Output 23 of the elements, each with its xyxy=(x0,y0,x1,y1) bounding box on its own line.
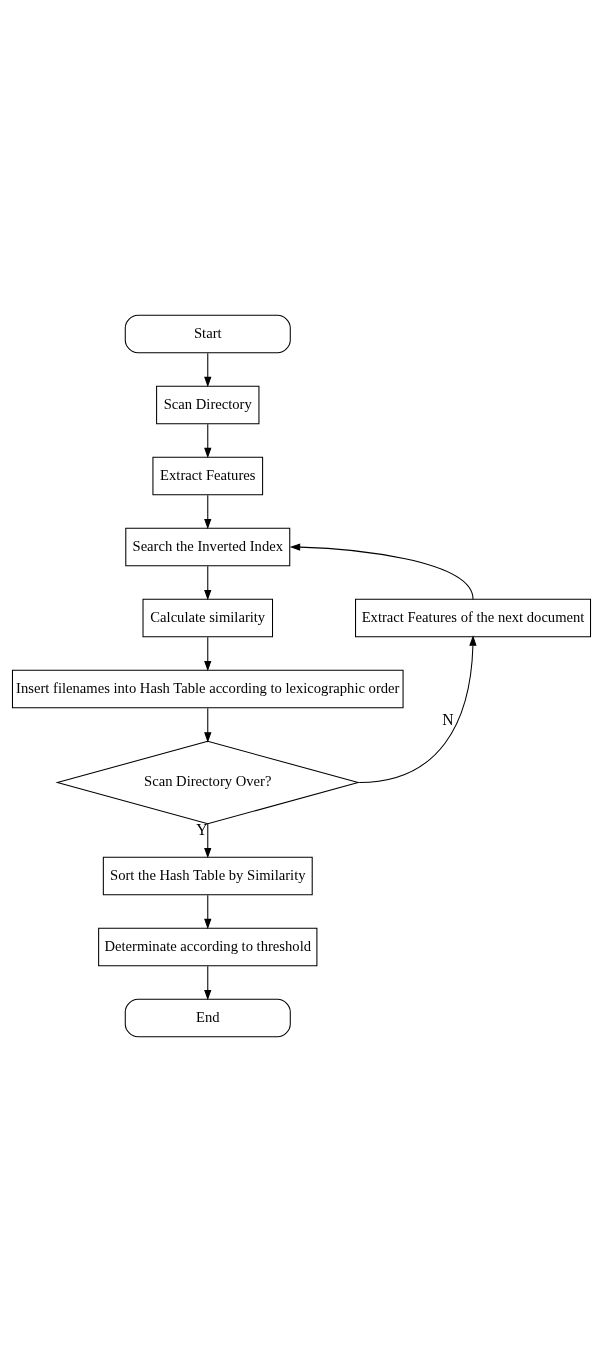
node-box: Start xyxy=(124,314,291,353)
arrow xyxy=(204,707,212,743)
node-box: Determinate according to threshold xyxy=(98,927,318,966)
arrow xyxy=(204,494,212,529)
node-box: Search the Inverted Index xyxy=(125,527,291,566)
arrow xyxy=(204,822,212,858)
arrow xyxy=(204,894,212,929)
node-box: Insert filenames into Hash Table according to lexicographic order xyxy=(11,669,404,708)
node-diamond: Scan Directory Over? xyxy=(55,740,361,824)
edge-label: N xyxy=(442,710,454,728)
arrow xyxy=(358,634,477,783)
arrow xyxy=(289,543,474,600)
node-box: Sort the Hash Table by Similarity xyxy=(102,856,313,895)
arrow xyxy=(204,423,212,458)
node-box: Scan Directory xyxy=(156,385,260,424)
arrow xyxy=(204,965,212,1000)
node-box: End xyxy=(124,998,291,1037)
node-box: Extract Features xyxy=(152,456,264,495)
arrow xyxy=(204,352,212,387)
node-box: Extract Features of the next document xyxy=(355,598,592,637)
arrow xyxy=(204,636,212,671)
node-box: Calculate similarity xyxy=(142,598,274,637)
arrow xyxy=(204,565,212,600)
